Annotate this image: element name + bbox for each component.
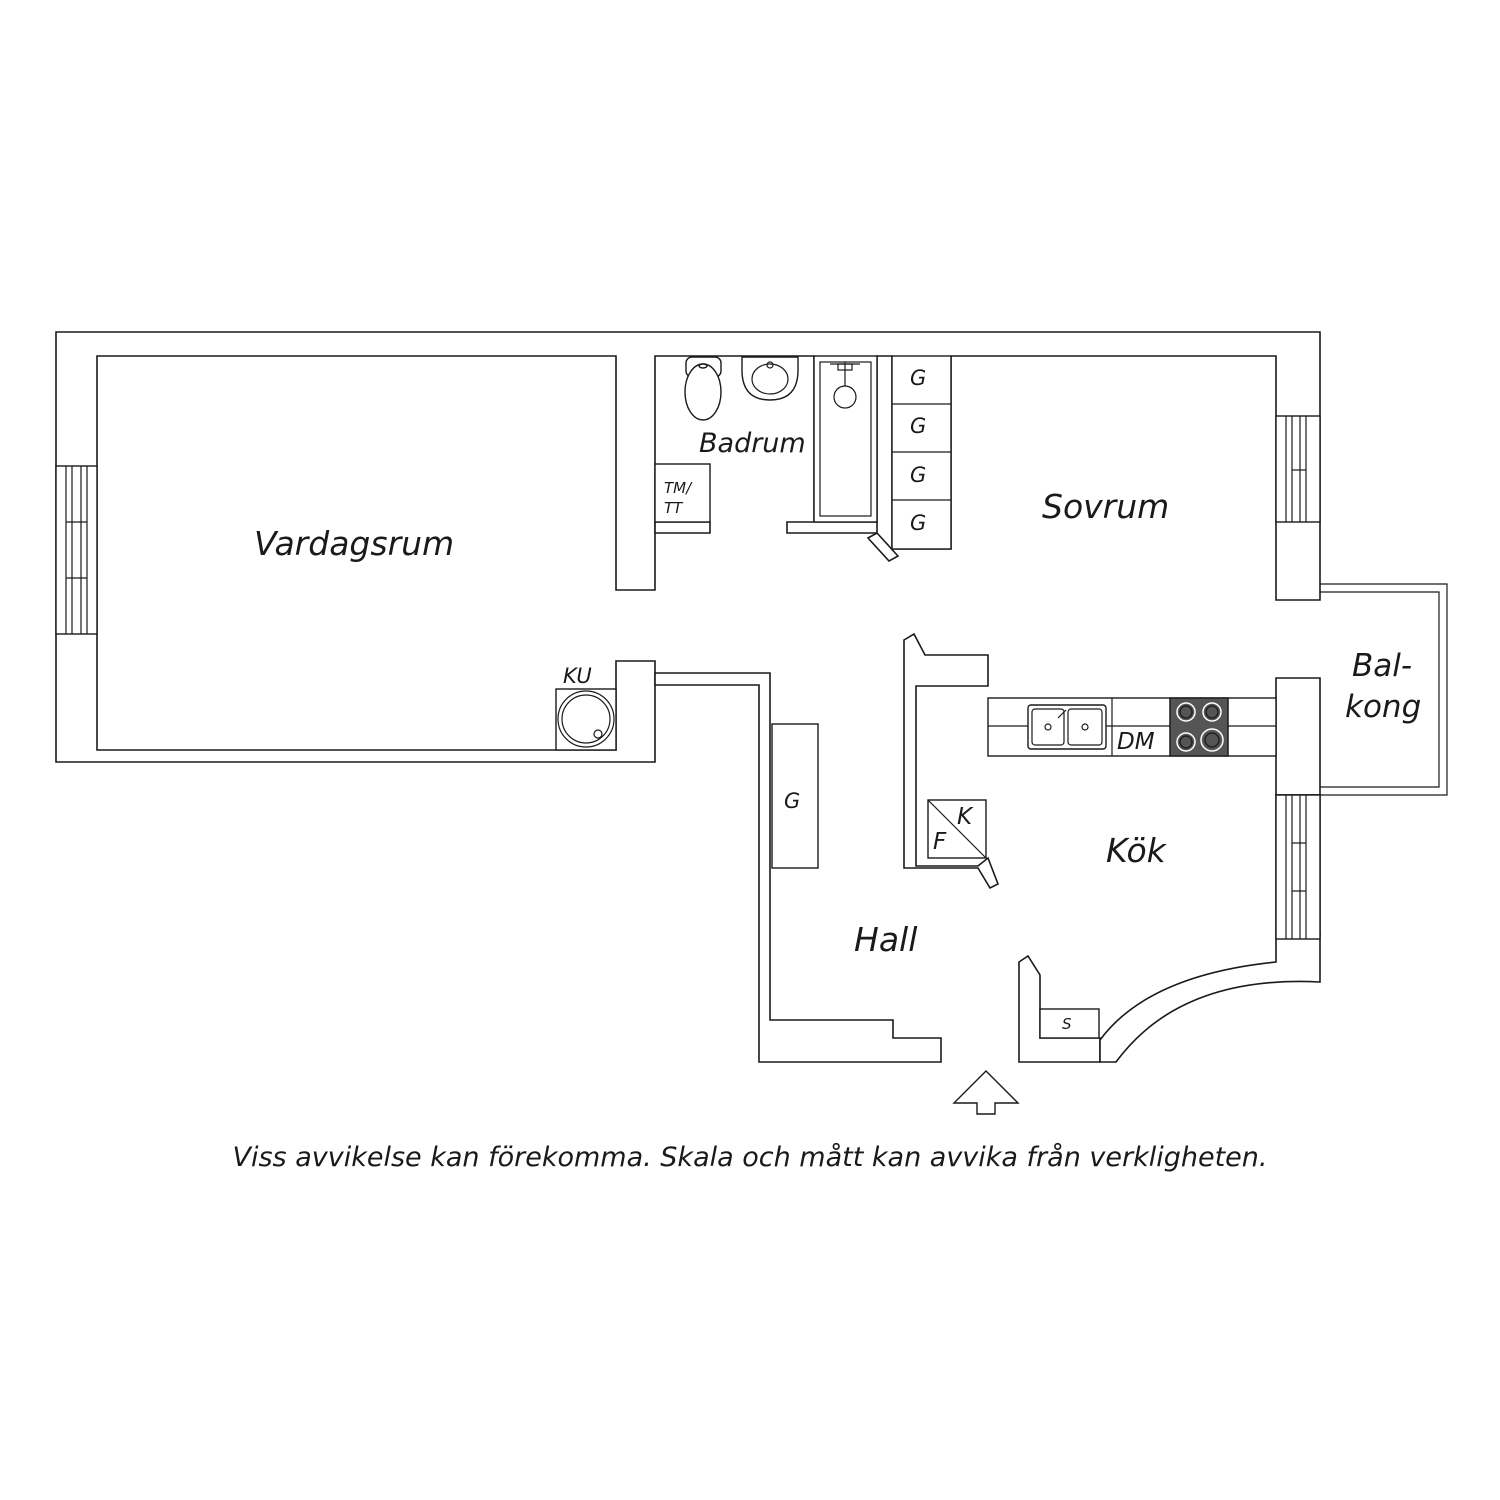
dishwasher-label: DM: [1117, 729, 1155, 755]
stove-unit-label: KU: [563, 664, 592, 688]
bathroom-wall-lower: [654, 521, 711, 534]
room-hall: Hall: [854, 920, 917, 959]
room-balcony-1: Bal-: [1352, 648, 1412, 684]
room-kitchen: Kök: [1106, 831, 1168, 870]
room-living-room: Vardagsrum: [254, 524, 454, 563]
window-living-left: [55, 465, 98, 635]
washbasin-icon: [741, 356, 799, 401]
washer-label-2: TT: [664, 499, 684, 517]
washer-dryer: TM/ TT: [654, 463, 711, 523]
window-kitchen: [1275, 794, 1321, 940]
sink-icon: [1027, 704, 1107, 750]
fridge-freezer: K F: [927, 799, 987, 859]
right-wall-mid: [1275, 677, 1321, 796]
washer-label-1: TM/: [664, 479, 693, 497]
shoe-cabinet-label: S: [1062, 1015, 1072, 1033]
fridge-label: K: [957, 804, 974, 830]
window-bedroom: [1275, 415, 1321, 523]
disclaimer-text: Viss avvikelse kan förekomma. Skala och …: [232, 1142, 1268, 1173]
bathroom-door-leaf: [866, 531, 900, 563]
hall-wardrobe: G: [771, 723, 819, 869]
shoe-cabinet: S: [1039, 1008, 1100, 1039]
wardrobe-label-4: G: [910, 511, 926, 535]
wardrobe-label-3: G: [910, 463, 926, 487]
wardrobe-label-2: G: [910, 414, 926, 438]
bathroom-wall-stub: [786, 521, 878, 534]
stove-unit: KU: [555, 664, 617, 751]
kitchen-wall-left: [903, 632, 1000, 890]
freezer-label: F: [933, 829, 947, 855]
room-balcony-2: kong: [1345, 689, 1421, 725]
entrance-arrow-icon: [952, 1070, 1020, 1115]
toilet-icon: [684, 356, 722, 421]
balcony: [1320, 583, 1448, 796]
room-bathroom: Badrum: [699, 428, 806, 459]
cooktop-icon: [1169, 697, 1229, 757]
room-bedroom: Sovrum: [1042, 487, 1169, 526]
hall-wardrobe-label: G: [784, 789, 800, 813]
kitchen-curved-wall: [1099, 934, 1321, 1063]
wardrobe-label-1: G: [910, 366, 926, 390]
shower-icon: [813, 355, 878, 523]
hall-wall-left: [654, 672, 942, 1063]
bedroom-wardrobes: G G G G: [891, 355, 952, 550]
